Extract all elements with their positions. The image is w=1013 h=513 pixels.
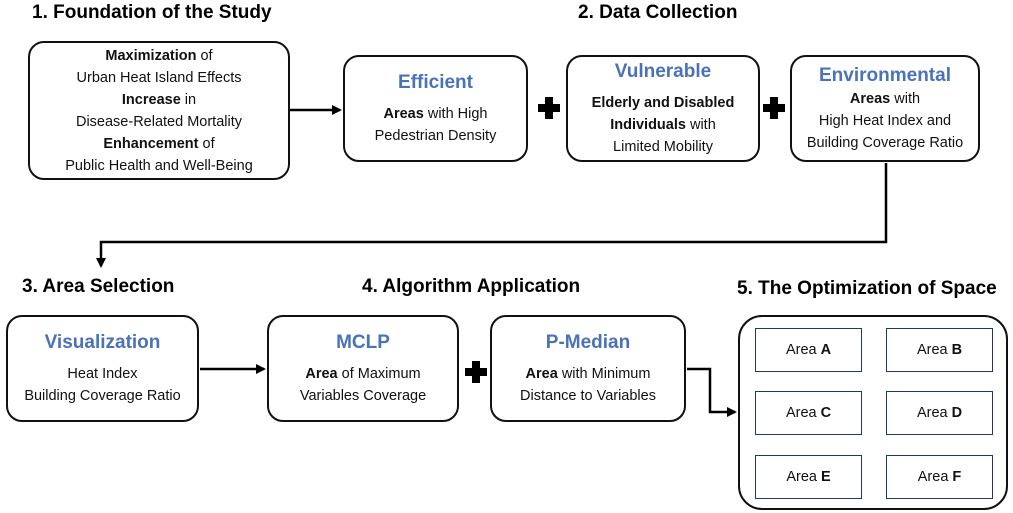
environmental-line-1: Areas with xyxy=(849,90,921,107)
visualization-line-1: Heat Index xyxy=(67,365,138,382)
efficient-line-2: Pedestrian Density xyxy=(374,127,497,144)
visualization-title: Visualization xyxy=(44,331,161,353)
vulnerable-line-1: Elderly and Disabled xyxy=(591,94,735,111)
foundation-line-3: Increase in xyxy=(121,91,197,108)
pmedian-title: P-Median xyxy=(545,331,631,353)
efficient-title: Efficient xyxy=(398,71,473,93)
plus-icon xyxy=(538,97,560,119)
foundation-keyword-increase: Increase xyxy=(121,91,181,108)
mclp-line-1: Area of Maximum xyxy=(305,365,421,382)
environmental-line-3: Building Coverage Ratio xyxy=(806,134,964,151)
environmental-title: Environmental xyxy=(819,64,951,86)
vulnerable-box: Vulnerable Elderly and Disabled Individu… xyxy=(566,55,760,162)
section-title-foundation: 1. Foundation of the Study xyxy=(32,2,272,23)
plus-icon xyxy=(763,97,785,119)
foundation-line-4: Disease-Related Mortality xyxy=(75,113,242,130)
foundation-box: Maximization of Urban Heat Island Effect… xyxy=(28,41,290,180)
pmedian-line-1: Area with Minimum xyxy=(525,365,651,382)
mclp-box: MCLP Area of Maximum Variables Coverage xyxy=(267,315,459,422)
vulnerable-line-3: Limited Mobility xyxy=(613,138,713,155)
optimization-container xyxy=(738,315,1008,510)
section-title-algorithm-application: 4. Algorithm Application xyxy=(362,276,581,297)
arrow-environmental-to-area-selection xyxy=(96,163,888,268)
visualization-line-2: Building Coverage Ratio xyxy=(24,387,181,404)
foundation-line-5: Enhancement of xyxy=(103,135,215,152)
environmental-line-2: High Heat Index and xyxy=(818,112,952,129)
foundation-line-6: Public Health and Well-Being xyxy=(65,157,253,174)
foundation-keyword-maximization: Maximization xyxy=(105,47,197,64)
plus-icon xyxy=(465,361,487,383)
foundation-line-2: Urban Heat Island Effects xyxy=(76,69,242,86)
efficient-line-1: Areas with High xyxy=(383,105,488,122)
visualization-box: Visualization Heat Index Building Covera… xyxy=(6,315,199,422)
arrow-pmedian-to-optimization xyxy=(687,367,737,417)
mclp-line-2: Variables Coverage xyxy=(299,387,427,404)
environmental-box: Environmental Areas with High Heat Index… xyxy=(790,55,980,162)
vulnerable-line-2: Individuals with xyxy=(610,116,716,133)
mclp-title: MCLP xyxy=(336,331,390,353)
pmedian-line-2: Distance to Variables xyxy=(520,387,656,404)
section-title-optimization-of-space: 5. The Optimization of Space xyxy=(737,278,997,299)
pmedian-box: P-Median Area with Minimum Distance to V… xyxy=(490,315,686,422)
foundation-keyword-enhancement: Enhancement xyxy=(103,135,199,152)
section-title-data-collection: 2. Data Collection xyxy=(578,2,738,23)
vulnerable-title: Vulnerable xyxy=(614,60,712,82)
efficient-box: Efficient Areas with High Pedestrian Den… xyxy=(343,55,528,162)
section-title-area-selection: 3. Area Selection xyxy=(22,276,175,297)
foundation-line-1: Maximization of xyxy=(105,47,213,64)
